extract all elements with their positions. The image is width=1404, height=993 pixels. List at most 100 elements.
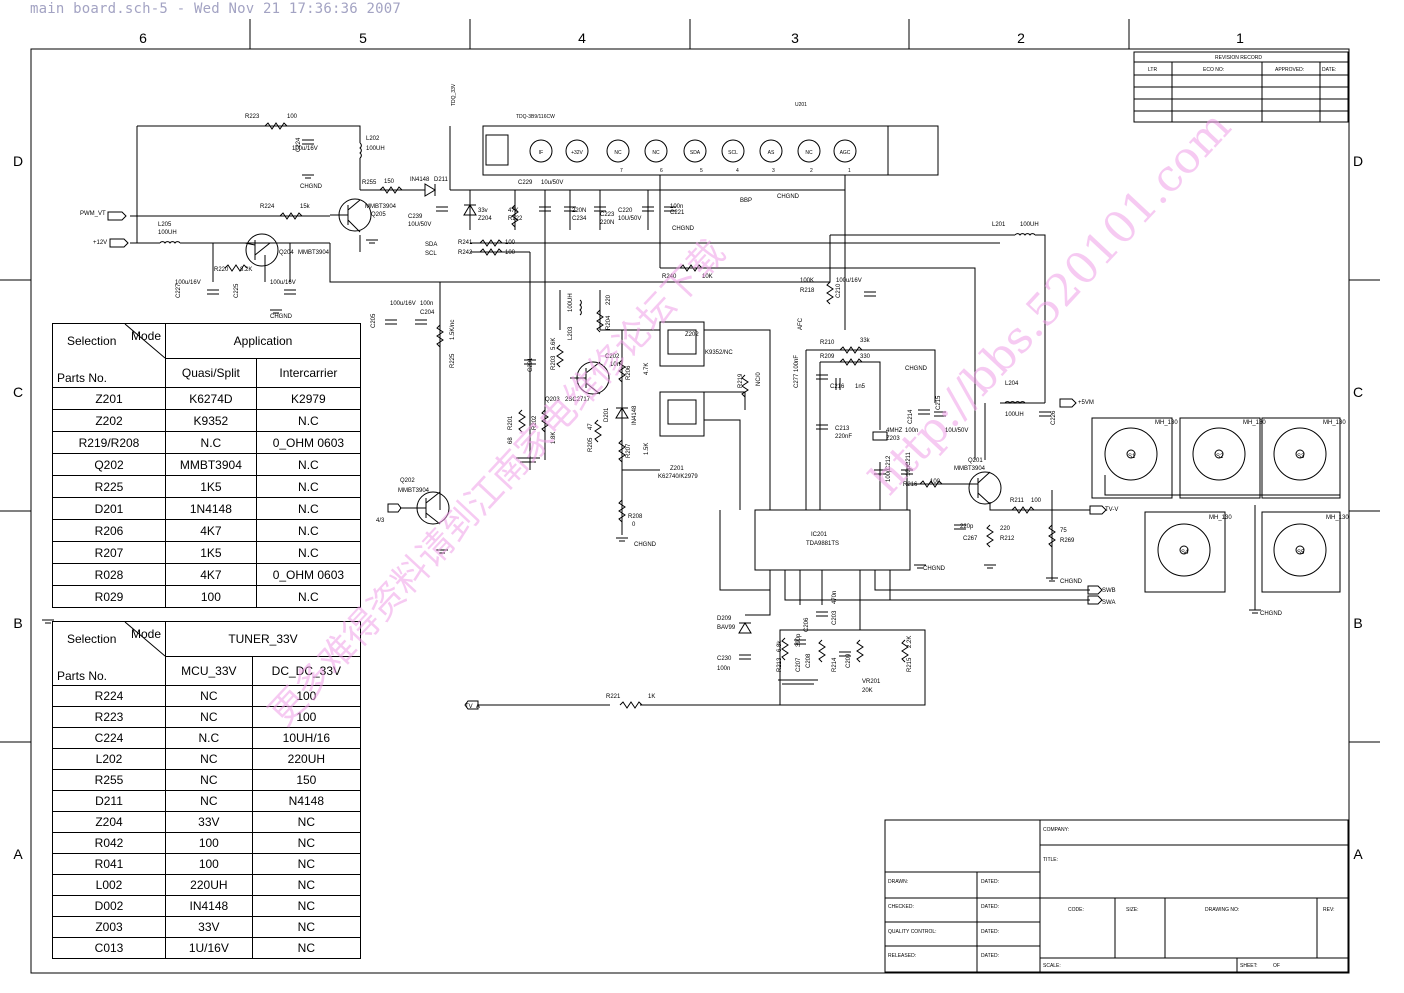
value-cell: 220UH [165,874,253,896]
port-5vm [1059,398,1077,408]
svg-text:MH_130: MH_130 [1326,515,1349,521]
zone-label-right: C [1353,384,1363,400]
svg-text:C223: C223 [600,212,615,218]
part-number-cell: Z003 [52,916,166,938]
part-number-cell: R225 [52,475,166,498]
svg-text:SCL: SCL [425,251,437,257]
svg-text:AFC: AFC [798,317,804,330]
value-cell: N.C [255,541,362,564]
svg-text:Q202: Q202 [400,478,415,484]
revision-col: ECO NO: [1203,67,1224,73]
tuner-part: TDQ-3B9/116CW [516,114,555,120]
svg-text:100UH: 100UH [1005,412,1024,418]
resistor-r215 [901,639,909,663]
value-cell: NC [251,832,362,854]
value-cell: 220UH [251,748,362,770]
svg-text:R207: R207 [626,443,632,458]
tuner-pin: NC [614,150,622,156]
value-cell: NC [251,853,362,875]
svg-text:+12V: +12V [93,240,107,246]
saw-filter-z202 [659,321,705,367]
value-cell: 4K7 [165,563,257,586]
svg-text:C230: C230 [717,656,732,662]
svg-text:2.2K: 2.2K [907,636,913,648]
svg-text:Q204: Q204 [279,250,294,256]
svg-text:1K: 1K [648,694,655,700]
revision-col: LTR [1148,67,1157,73]
transistor-q203 [570,361,610,395]
svg-text:C234: C234 [572,216,587,222]
svg-text:L202: L202 [366,136,380,142]
svg-text:CHGND: CHGND [777,194,800,200]
svg-text:IC201: IC201 [811,532,828,538]
zone-label-right: D [1353,153,1363,169]
resistor-r219 [741,374,749,398]
pin-num: 5 [700,168,703,174]
table-corner: Selection Mode Parts No. [52,323,166,388]
part-number-cell: R206 [52,519,166,542]
value-cell: 4K7 [165,519,257,542]
pin-num: 1 [848,168,851,174]
tb-scale: SCALE: [1043,963,1061,969]
port-pwm-vt [107,211,127,221]
svg-text:20K: 20K [862,688,873,694]
part-number-cell: D211 [52,790,166,812]
port-12v [109,238,129,248]
tb-dated: DATED: [981,953,999,959]
svg-text:C215: C215 [936,395,942,410]
resistor-r221 [619,701,643,709]
svg-text:R202: R202 [532,415,538,430]
part-number-cell: L202 [52,748,166,770]
value-cell: 100 [251,706,362,728]
svg-text:C224: C224 [296,137,302,152]
resistor-r202 [541,409,549,433]
tuner-pin: SCL [728,150,738,156]
svg-text:C212: C212 [886,455,892,470]
svg-text:6.8k: 6.8k [777,640,783,652]
svg-text:IN4148: IN4148 [410,177,430,183]
svg-text:R214: R214 [832,657,838,672]
svg-text:10n: 10n [610,362,620,368]
part-number-cell: D002 [52,895,166,917]
value-cell: NC [165,790,253,812]
svg-text:S5: S5 [1297,550,1305,556]
inductor-l204 [1004,401,1026,404]
revision-title: REVISION RECORD [1215,55,1262,61]
pin-num: 4 [736,168,739,174]
resistor-r218 [826,281,834,305]
part-number-cell: R255 [52,769,166,791]
part-number-cell: C013 [52,937,166,959]
svg-text:100n: 100n [670,204,683,210]
svg-text:47K: 47K [508,208,519,214]
svg-text:C267: C267 [963,536,978,542]
svg-text:100n: 100n [420,301,433,307]
value-cell: NC [251,874,362,896]
svg-text:100: 100 [505,240,516,246]
svg-text:R218: R218 [800,288,815,294]
svg-text:CHGND: CHGND [270,314,293,320]
svg-text:Q203: Q203 [545,397,560,403]
resistor-r216 [919,480,943,488]
revision-col: APPROVED: [1275,67,1304,73]
zone-label-top: 2 [1017,30,1025,46]
value-cell: 10UH/16 [251,727,362,749]
svg-text:R210: R210 [820,340,835,346]
svg-text:D209: D209 [717,616,732,622]
svg-text:100u/16V: 100u/16V [270,280,296,286]
tb-released: RELEASED: [888,953,916,959]
svg-text:L205: L205 [158,222,172,228]
tb-drawing-no: DRAWING NO: [1205,907,1239,913]
svg-text:8.2K: 8.2K [240,267,252,273]
svg-text:C213: C213 [835,426,850,432]
zone-label-right: A [1353,846,1363,862]
selection-table-tuner: Selection Mode Parts No. TUNER_33V MCU_3… [52,621,362,959]
svg-text:S3: S3 [1297,454,1305,460]
